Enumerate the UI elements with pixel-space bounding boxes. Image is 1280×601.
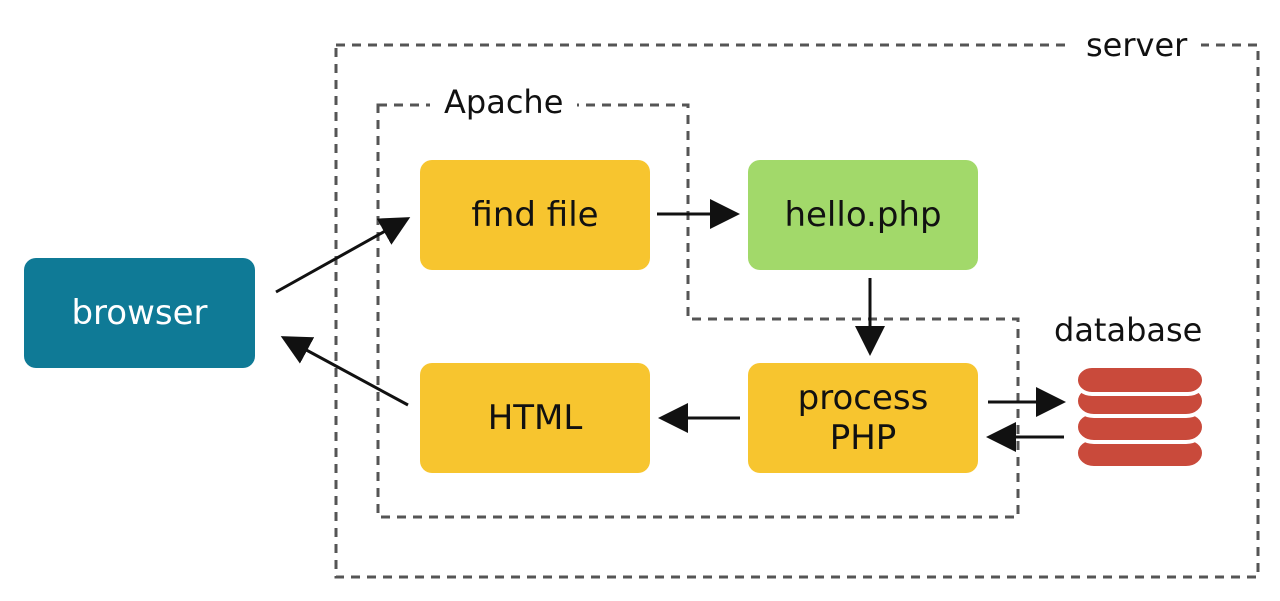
find-file-label: find file [471, 195, 599, 235]
hello-php-node: hello.php [748, 160, 978, 270]
process-php-node: process PHP [748, 363, 978, 473]
database-label: database [1048, 310, 1209, 350]
html-label: HTML [487, 398, 583, 438]
find-file-node: find file [420, 160, 650, 270]
server-label: server [1072, 25, 1202, 65]
apache-label: Apache [430, 82, 578, 122]
database-cylinder-icon [1074, 364, 1206, 470]
database-disk-stack [1074, 364, 1206, 470]
hello-php-label: hello.php [784, 195, 942, 235]
arrow-browser-to-find-file [275, 217, 411, 294]
apache-boundary [376, 103, 1020, 519]
browser-node: browser [24, 258, 255, 368]
browser-label: browser [71, 293, 208, 333]
html-node: HTML [420, 363, 650, 473]
server-boundary [334, 43, 1260, 579]
process-php-label: process PHP [797, 378, 929, 458]
arrow-html-to-browser [280, 336, 409, 407]
